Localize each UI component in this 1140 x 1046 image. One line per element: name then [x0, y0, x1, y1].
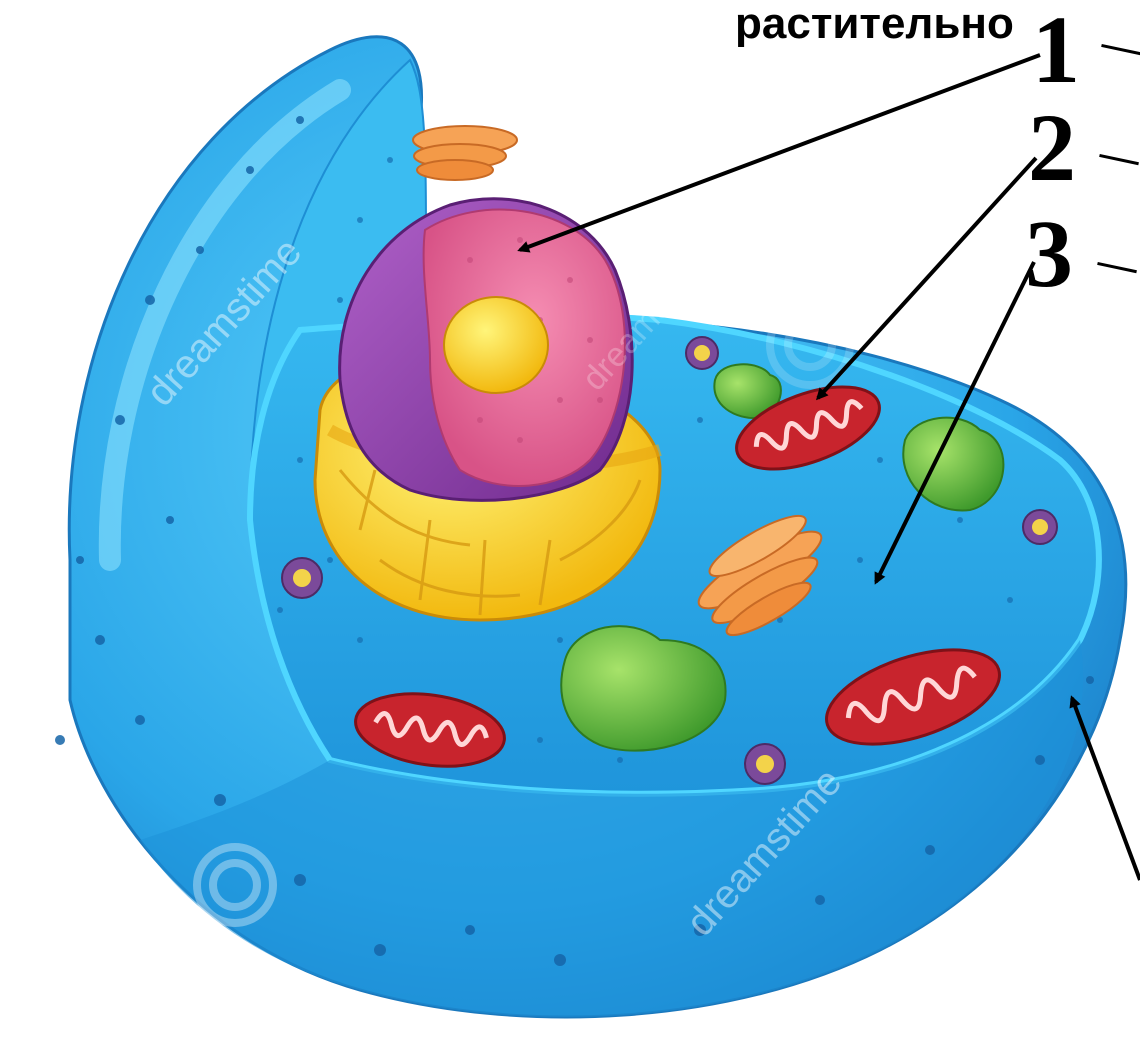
golgi-top [413, 126, 517, 180]
label-3: 3 [1025, 206, 1073, 302]
arrow-1 [520, 55, 1040, 250]
label-1: 1 [1032, 2, 1080, 98]
arrow-4 [1072, 698, 1140, 880]
arrow-2 [818, 158, 1036, 398]
label-2: 2 [1028, 100, 1076, 196]
nucleolus [444, 297, 548, 393]
diagram-heading: растительно [735, 0, 1014, 48]
